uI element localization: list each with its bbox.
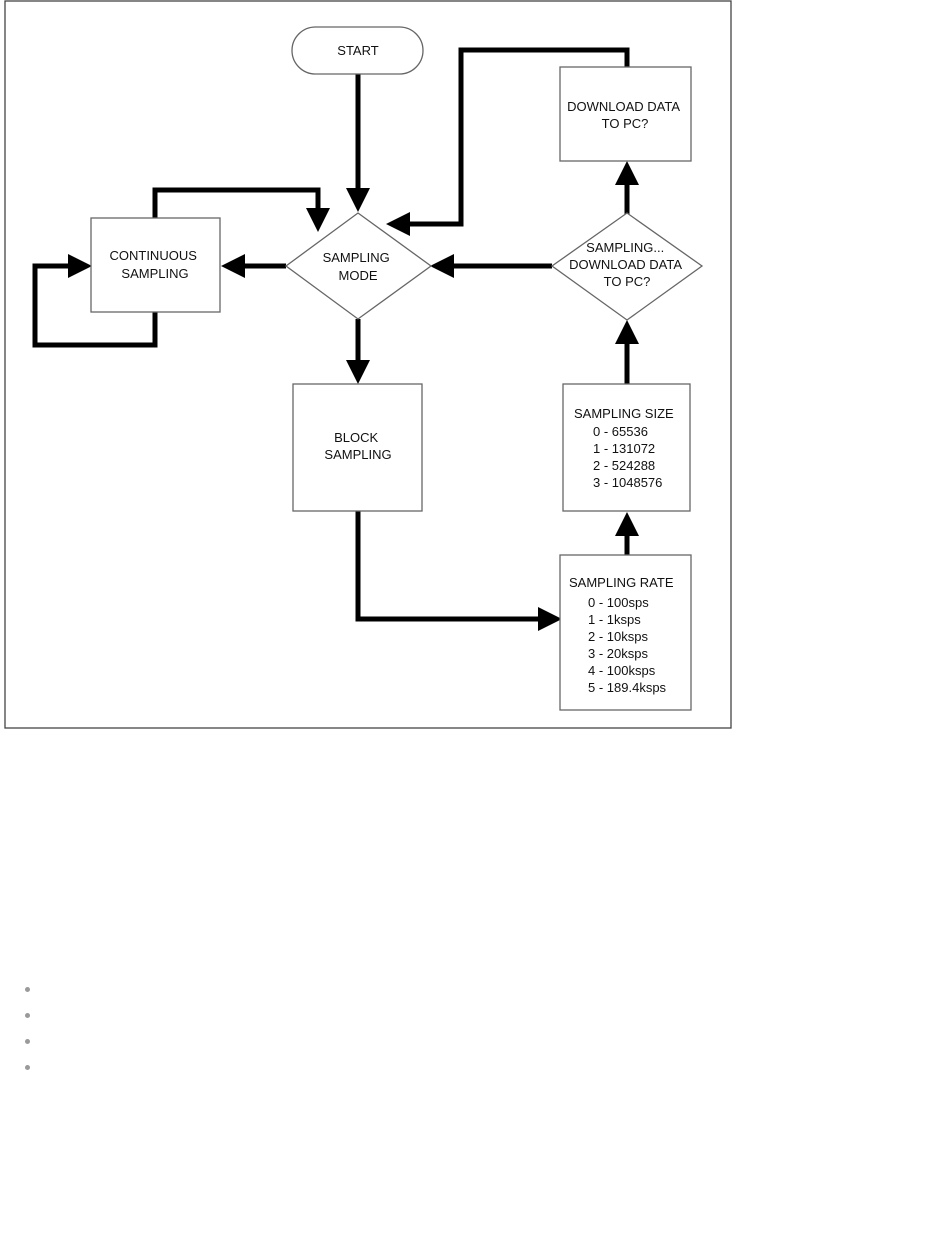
node-sampling-rate-option: 0 - 100sps xyxy=(588,595,649,610)
node-download-data: DOWNLOAD DATA TO PC? xyxy=(560,67,691,161)
node-continuous-line: CONTINUOUS xyxy=(109,248,197,263)
node-sampling-size-title: SAMPLING SIZE xyxy=(574,406,674,421)
node-sampling-size-option: 3 - 1048576 xyxy=(593,475,662,490)
node-block-line: SAMPLING xyxy=(324,447,391,462)
bullet-list xyxy=(22,983,32,1087)
node-start: START xyxy=(292,27,423,74)
list-item xyxy=(22,1009,32,1035)
node-sampling-rate-option: 4 - 100ksps xyxy=(588,663,656,678)
node-sampling-rate-option: 5 - 189.4ksps xyxy=(588,680,667,695)
node-sampling-rate-option: 2 - 10ksps xyxy=(588,629,648,644)
node-sampling-rate-option: 1 - 1ksps xyxy=(588,612,641,627)
node-sampling-rate: SAMPLING RATE 0 - 100sps 1 - 1ksps 2 - 1… xyxy=(560,555,691,710)
node-sampling-size-option: 2 - 524288 xyxy=(593,458,655,473)
list-item xyxy=(22,1035,32,1061)
node-sampling-size-option: 0 - 65536 xyxy=(593,424,648,439)
node-sampling-mode-line: MODE xyxy=(339,268,378,283)
node-sampling-rate-option: 3 - 20ksps xyxy=(588,646,648,661)
node-sampling-rate-title: SAMPLING RATE xyxy=(569,575,674,590)
node-decision-line: SAMPLING... xyxy=(586,240,664,255)
node-sampling-mode-line: SAMPLING xyxy=(323,250,390,265)
node-sampling-size-option: 1 - 131072 xyxy=(593,441,655,456)
node-download-line: TO PC? xyxy=(602,116,649,131)
node-decision-line: DOWNLOAD DATA xyxy=(569,257,682,272)
node-decision-line: TO PC? xyxy=(604,274,651,289)
node-start-label: START xyxy=(337,43,378,58)
list-item xyxy=(22,983,32,1009)
node-continuous-sampling: CONTINUOUS SAMPLING xyxy=(91,218,220,312)
node-block-sampling: BLOCK SAMPLING xyxy=(293,384,422,511)
node-sampling-size: SAMPLING SIZE 0 - 65536 1 - 131072 2 - 5… xyxy=(563,384,690,511)
list-item xyxy=(22,1061,32,1087)
flowchart: START SAMPLING MODE CONTINUOUS SAMPLING … xyxy=(0,0,936,760)
node-block-line: BLOCK xyxy=(334,430,378,445)
node-download-line: DOWNLOAD DATA xyxy=(567,99,680,114)
node-continuous-line: SAMPLING xyxy=(121,266,188,281)
